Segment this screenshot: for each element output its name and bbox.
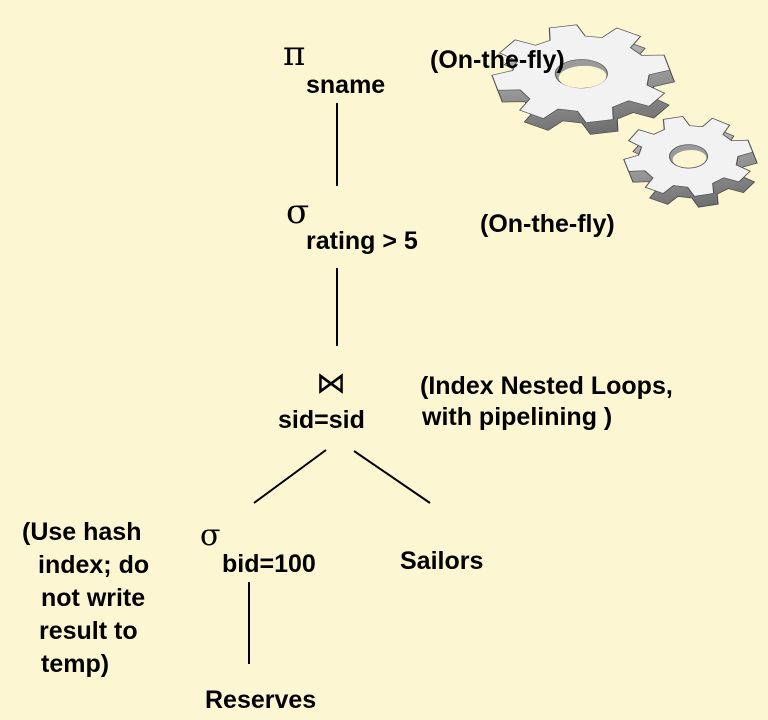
selection-rating-note: (On-the-fly)	[480, 210, 615, 238]
small-gear-icon	[623, 115, 758, 208]
join-condition: sid=sid	[278, 406, 365, 434]
selection-bid-note-line5: temp)	[41, 650, 110, 678]
projection-note: (On-the-fly)	[430, 46, 565, 74]
selection-bid-note-line1: (Use hash	[22, 518, 142, 546]
join-note-line1: (Index Nested Loops,	[420, 372, 673, 400]
edge-join-sailors	[353, 450, 431, 504]
selection-bid-condition: bid=100	[222, 550, 316, 578]
large-gear-icon	[491, 24, 676, 135]
relation-reserves: Reserves	[205, 686, 317, 714]
join-symbol: ⋈	[316, 366, 346, 401]
selection-bid-note-line3: not write	[41, 584, 146, 612]
selection-bid-symbol: σ	[200, 518, 221, 553]
projection-symbol: π	[283, 34, 306, 74]
relation-sailors: Sailors	[400, 547, 484, 575]
selection-rating-condition: rating > 5	[306, 227, 418, 255]
projection-attribute: sname	[306, 71, 386, 99]
join-note-line2: with pipelining )	[422, 403, 613, 431]
selection-bid-note-line4: result to	[39, 617, 138, 645]
edge-join-selection-bid	[253, 449, 327, 504]
selection-bid-note-line2: index; do	[38, 551, 150, 579]
selection-rating-symbol: σ	[286, 192, 310, 232]
